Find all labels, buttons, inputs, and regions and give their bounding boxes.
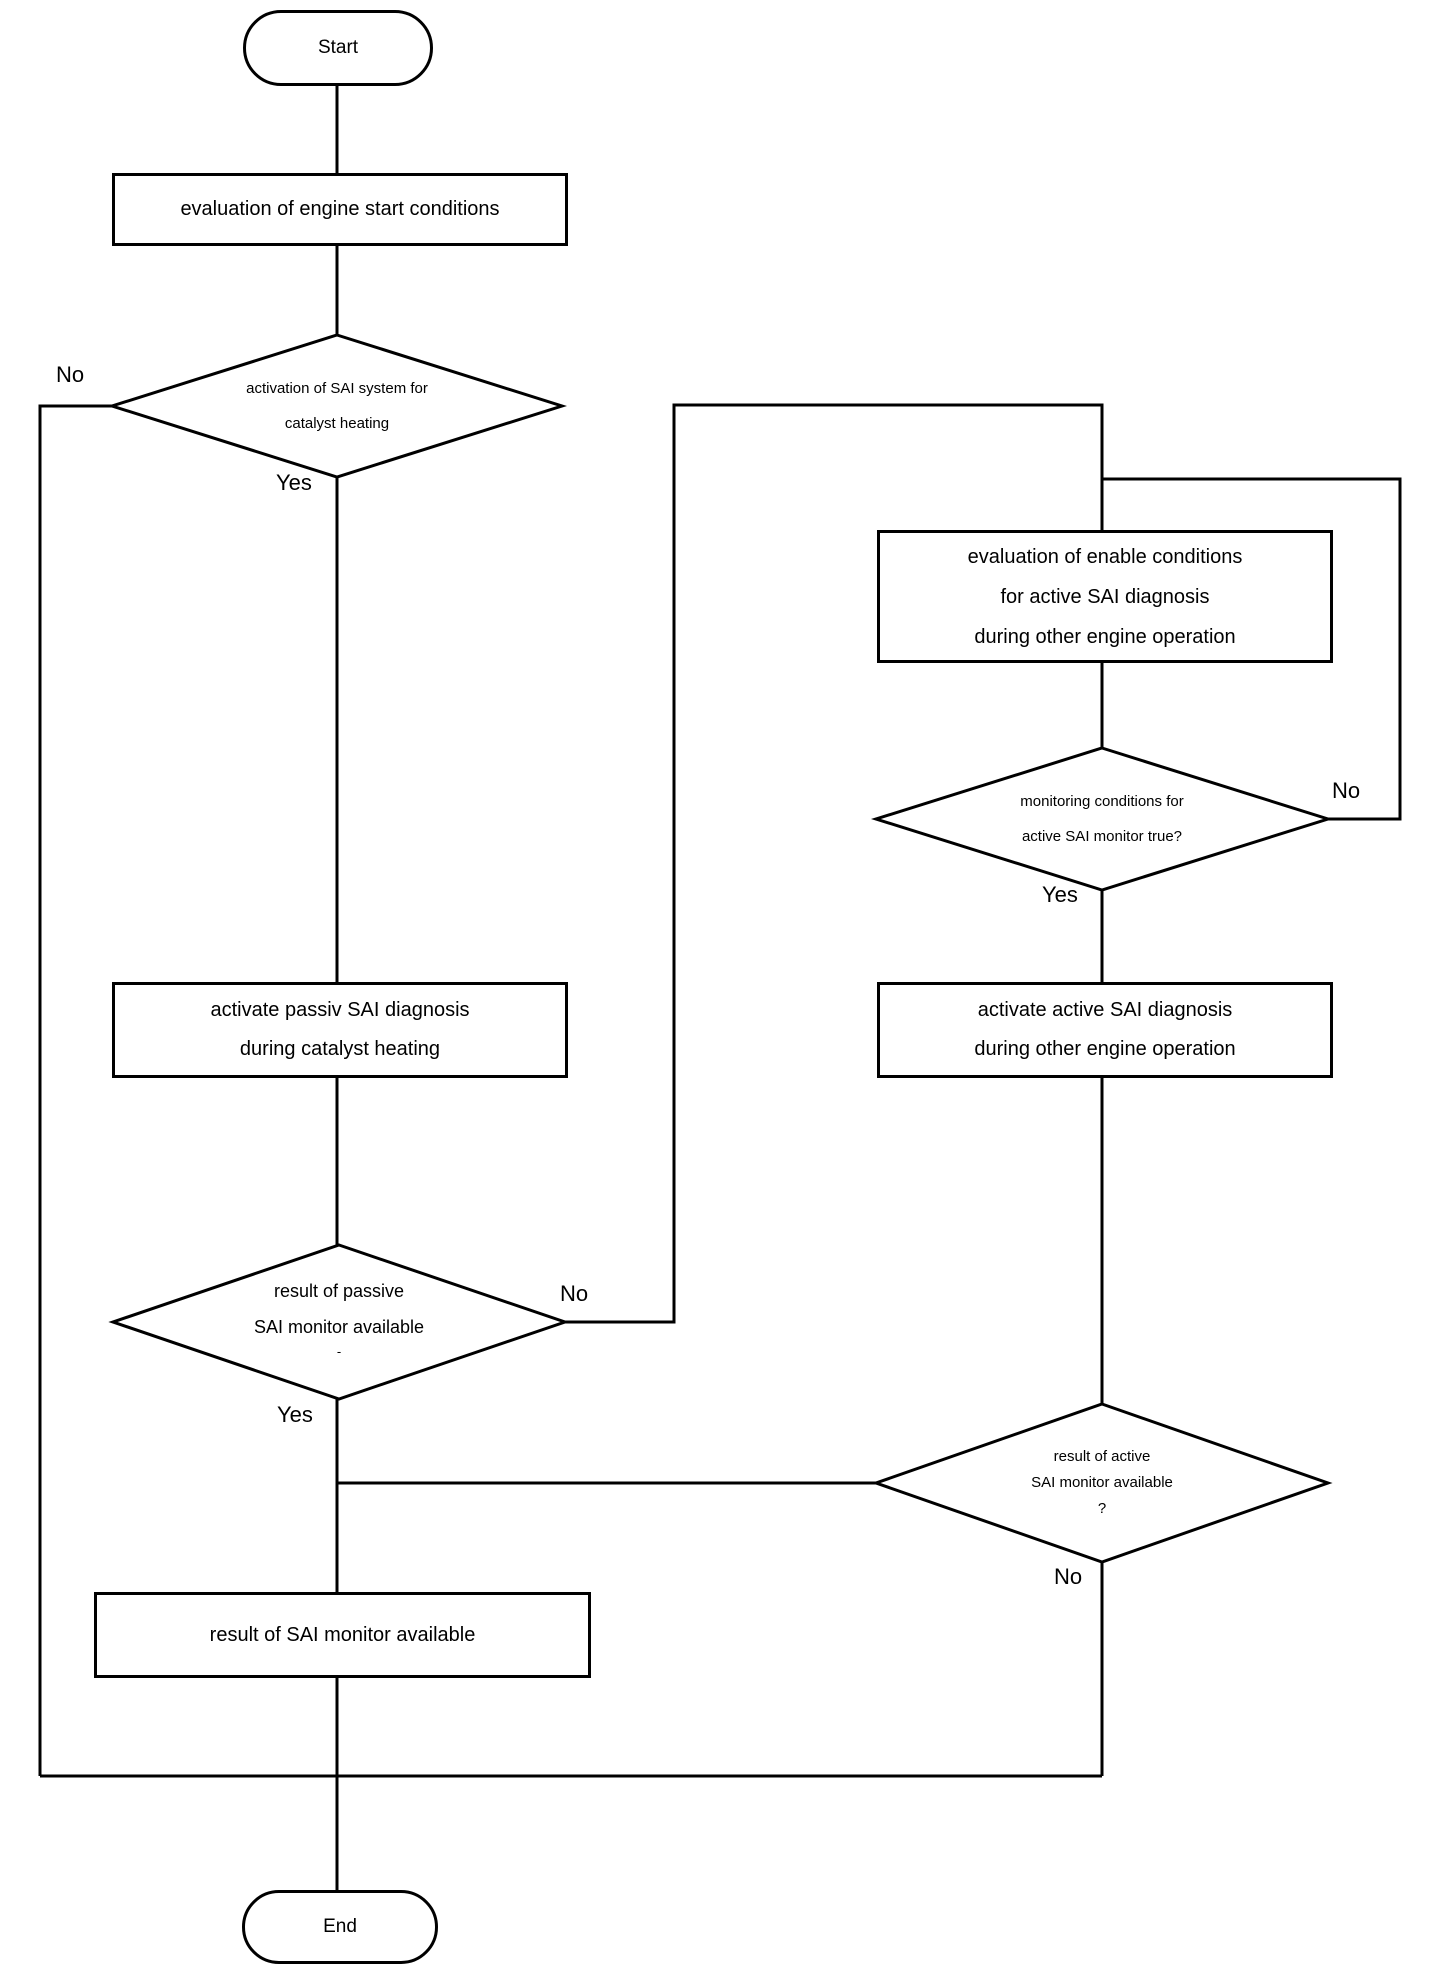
process-result-available-text: result of SAI monitor available (209, 1623, 476, 1646)
edge-label-d3-no: No (1332, 778, 1361, 803)
start-terminal: Start (243, 10, 433, 86)
decision-sai-activation-line1: activation of SAI system for (246, 379, 428, 397)
decision-result-passive-line2: SAI monitor available (253, 1316, 425, 1337)
decision-monitoring-line2: active SAI monitor true? (1021, 828, 1183, 845)
decision-sai-activation-shape (107, 333, 567, 479)
process-result-available: result of SAI monitor available (94, 1592, 591, 1678)
end-label: End (323, 1916, 357, 1937)
edge-d1no-left-down (38, 404, 114, 1776)
decision-result-active-line1: result of active (1053, 1447, 1151, 1465)
edge-label-d3-yes: Yes (1042, 882, 1078, 907)
decision-result-passive-line3: - (336, 1343, 342, 1359)
process-activate-active: activate active SAI diagnosis during oth… (877, 982, 1333, 1078)
edge-label-d4-no: No (1054, 1564, 1083, 1589)
edge-label-d1-yes: Yes (276, 470, 312, 495)
start-label: Start (317, 37, 359, 58)
edge-d2no-to-evalenable (563, 403, 1104, 1324)
process-activate-passive-line2: during catalyst heating (239, 1038, 441, 1060)
edge-d3no-loopback (1102, 477, 1402, 821)
process-activate-active-line1: activate active SAI diagnosis (977, 999, 1233, 1021)
process-eval-engine-start-text: evaluation of engine start conditions (180, 198, 500, 220)
decision-sai-activation-line2: catalyst heating (284, 415, 390, 432)
process-eval-enable-line2: for active SAI diagnosis (1000, 585, 1210, 608)
process-eval-enable-line1: evaluation of enable conditions (967, 545, 1243, 568)
decision-result-passive-shape (108, 1243, 570, 1401)
process-activate-passive: activate passiv SAI diagnosis during cat… (112, 982, 568, 1078)
process-eval-enable-line3: during other engine operation (974, 625, 1236, 648)
decision-result-active-line2: SAI monitor available (1031, 1473, 1173, 1491)
process-eval-enable: evaluation of enable conditions for acti… (877, 530, 1333, 663)
decision-sai-activation-text: activation of SAI system for catalyst he… (112, 337, 562, 475)
decision-result-active-line3: ? (1097, 1500, 1107, 1518)
decision-result-active-text: result of active SAI monitor available ? (876, 1404, 1328, 1562)
process-activate-passive-line1: activate passiv SAI diagnosis (210, 999, 470, 1021)
decision-result-active-shape (871, 1402, 1333, 1564)
decision-result-passive-line1: result of passive (273, 1280, 405, 1301)
edge-label-d1-no: No (56, 362, 85, 387)
end-terminal: End (242, 1890, 438, 1964)
process-eval-engine-start: evaluation of engine start conditions (112, 173, 568, 246)
decision-monitoring-text: monitoring conditions for active SAI mon… (876, 748, 1328, 890)
edge-label-d2-no: No (560, 1281, 589, 1306)
decision-result-passive-text: result of passive SAI monitor available … (113, 1245, 565, 1385)
process-activate-active-line2: during other engine operation (974, 1038, 1236, 1060)
decision-monitoring-shape (870, 746, 1334, 892)
edge-label-d2-yes: Yes (277, 1402, 313, 1427)
decision-monitoring-line1: monitoring conditions for (1020, 792, 1184, 810)
